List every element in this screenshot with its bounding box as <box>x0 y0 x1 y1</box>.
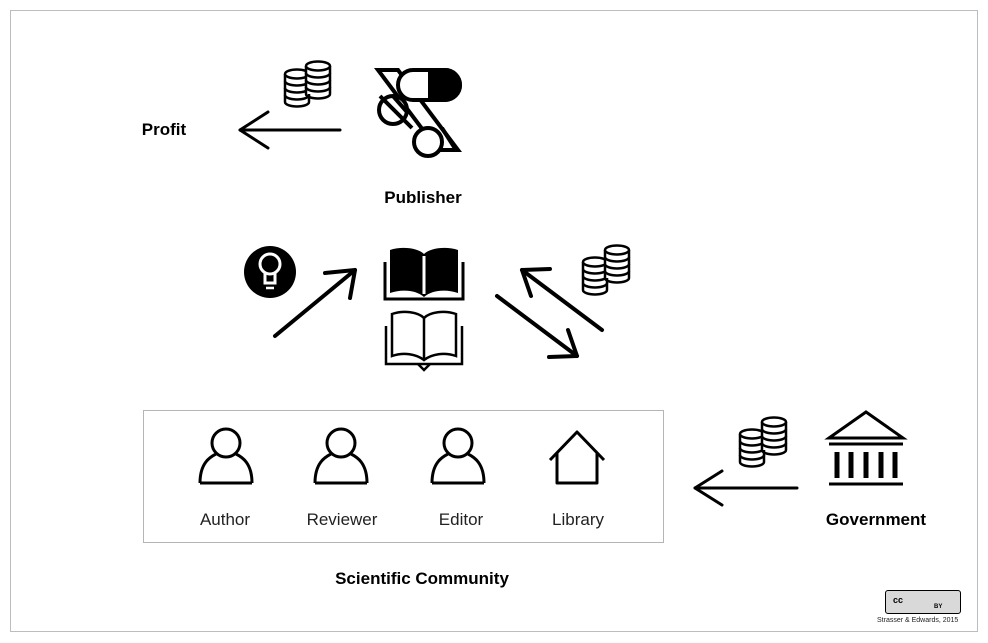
editor-label: Editor <box>438 510 484 529</box>
coins-icon-funding <box>738 416 788 468</box>
credit-text: Strasser & Edwards, 2015 <box>877 617 959 624</box>
scientific-community-box <box>143 410 664 543</box>
arrow-book-to-community <box>495 294 579 359</box>
scientific-community-label: Scientific Community <box>335 569 509 588</box>
profit-label: Profit <box>141 120 187 139</box>
arrow-to-profit <box>238 110 342 150</box>
book-filled-icon <box>383 247 465 301</box>
by-text: BY <box>934 604 943 610</box>
cc-text: cc <box>893 595 904 605</box>
government-label: Government <box>825 510 927 529</box>
coins-icon-profit <box>283 60 332 108</box>
lightbulb-icon <box>244 246 296 298</box>
government-building-icon <box>824 410 908 486</box>
diagram-frame <box>10 10 978 632</box>
coins-icon-subscription <box>581 244 631 296</box>
publisher-label: Publisher <box>384 188 462 207</box>
publisher-logo-icon <box>374 68 462 158</box>
library-house-icon <box>548 430 606 485</box>
author-label: Author <box>199 510 251 529</box>
cc-by-badge: cc BY <box>885 590 961 614</box>
arrow-government-to-community <box>693 469 799 507</box>
library-label: Library <box>552 510 604 529</box>
arrow-idea-to-book <box>273 268 357 338</box>
reviewer-label: Reviewer <box>306 510 378 529</box>
book-outline-icon <box>384 310 464 372</box>
arrow-community-to-publisher <box>520 267 604 332</box>
